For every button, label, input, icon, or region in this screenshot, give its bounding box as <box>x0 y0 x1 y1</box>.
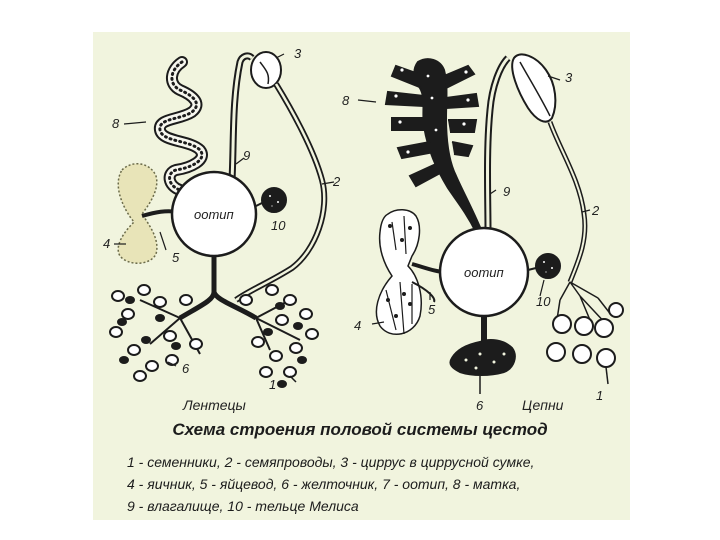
right-testes <box>547 282 623 384</box>
left-label-9: 9 <box>243 148 250 163</box>
left-label-3: 3 <box>294 46 302 61</box>
right-label-2: 2 <box>591 203 600 218</box>
legend-line-3: 9 - влагалище, 10 - тельце Мелиса <box>127 498 359 514</box>
right-scheme <box>358 54 623 394</box>
right-group-label: Цепни <box>522 397 564 413</box>
legend-line-1: 1 - семенники, 2 - семяпроводы, 3 - цирр… <box>127 454 534 470</box>
right-label-5: 5 <box>428 302 436 317</box>
right-ootype-label: оотип <box>464 265 504 280</box>
right-uterus <box>386 59 482 232</box>
right-label-8: 8 <box>342 93 350 108</box>
left-group-label: Лентецы <box>182 397 247 413</box>
left-label-2: 2 <box>332 174 341 189</box>
right-label-6: 6 <box>476 398 484 413</box>
right-label-4: 4 <box>354 318 361 333</box>
legend-line-2: 4 - яичник, 5 - яйцевод, 6 - желточник, … <box>127 476 520 492</box>
left-label-10: 10 <box>271 218 286 233</box>
right-label-1: 1 <box>596 388 603 403</box>
right-cirrus-sac <box>512 54 555 121</box>
right-vagina <box>488 58 509 230</box>
right-label-3: 3 <box>565 70 573 85</box>
diagram-title: Схема строения половой системы цестод <box>0 420 720 440</box>
left-label-1: 1 <box>269 377 276 392</box>
left-label-8: 8 <box>112 116 120 131</box>
right-mehlis-body <box>528 254 560 278</box>
left-ootype-label: оотип <box>194 207 234 222</box>
left-mehlis-body <box>256 188 286 212</box>
left-vitelline-glands <box>110 256 318 388</box>
right-ovary <box>376 210 421 335</box>
right-label-10: 10 <box>536 294 551 309</box>
left-label-4: 4 <box>103 236 110 251</box>
left-label-5: 5 <box>172 250 180 265</box>
right-label-9: 9 <box>503 184 510 199</box>
right-vitelline-gland <box>450 316 514 394</box>
left-label-6: 6 <box>182 361 190 376</box>
